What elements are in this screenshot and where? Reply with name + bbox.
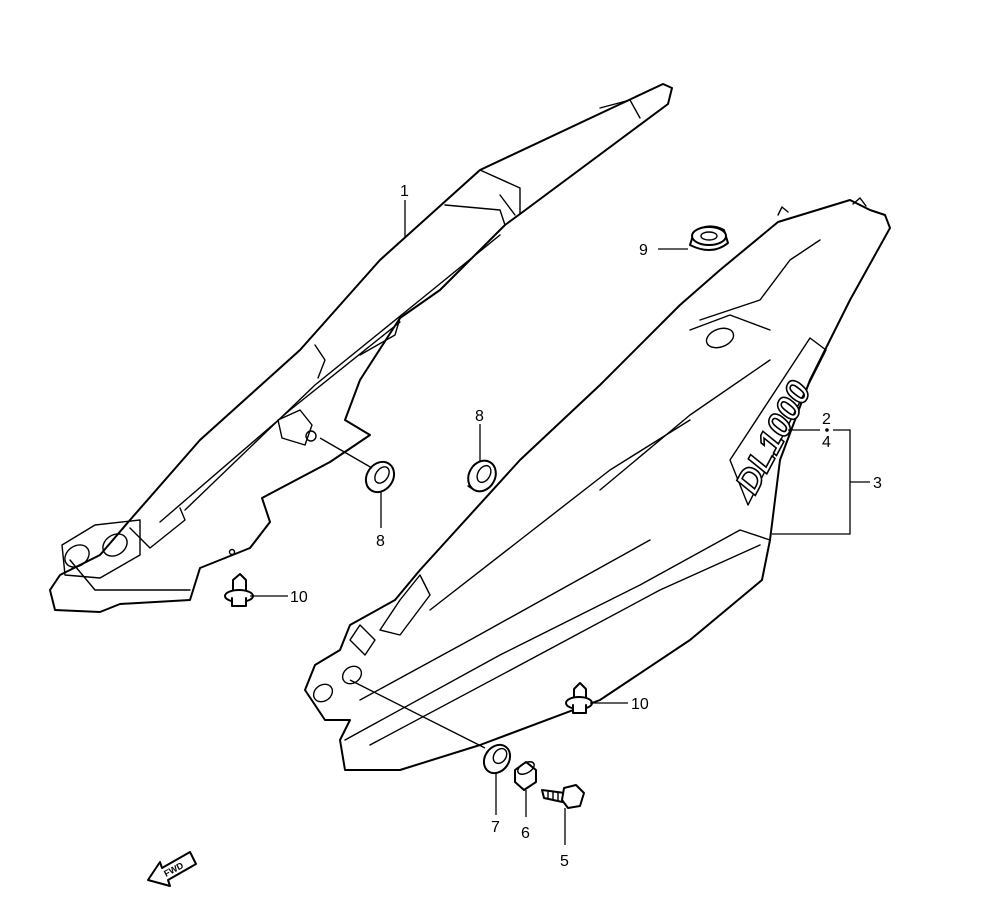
clip-part-10-right <box>565 682 593 714</box>
callout-5: 5 <box>560 853 569 870</box>
frame-cover-part-1 <box>49 83 673 613</box>
grommet-part-9 <box>689 225 729 251</box>
bolt-part-5 <box>541 784 585 809</box>
grommet-part-8-left <box>364 460 396 494</box>
clip-part-10-left <box>224 573 254 607</box>
frame-cover-part-3: DL1000 <box>304 197 891 771</box>
callout-8-center: 8 <box>475 408 484 425</box>
collar-part-6 <box>514 761 537 791</box>
fwd-arrow-icon: FWD <box>147 851 197 887</box>
callout-3: 3 <box>873 475 882 492</box>
callout-labels: 1 2 3 4 5 6 7 8 8 9 10 10 <box>290 183 882 870</box>
callout-1: 1 <box>400 183 409 200</box>
callout-10-left: 10 <box>290 589 308 606</box>
callout-4: 4 <box>822 434 831 451</box>
grommet-part-8-center <box>467 459 497 493</box>
leader-lines <box>250 200 870 845</box>
callout-10-right: 10 <box>631 696 649 713</box>
callout-9: 9 <box>639 242 648 259</box>
callout-7: 7 <box>491 819 500 836</box>
callout-2: 2 <box>822 411 831 428</box>
callout-6: 6 <box>521 825 530 842</box>
callout-8-left: 8 <box>376 533 385 550</box>
grommet-part-7 <box>482 743 512 775</box>
